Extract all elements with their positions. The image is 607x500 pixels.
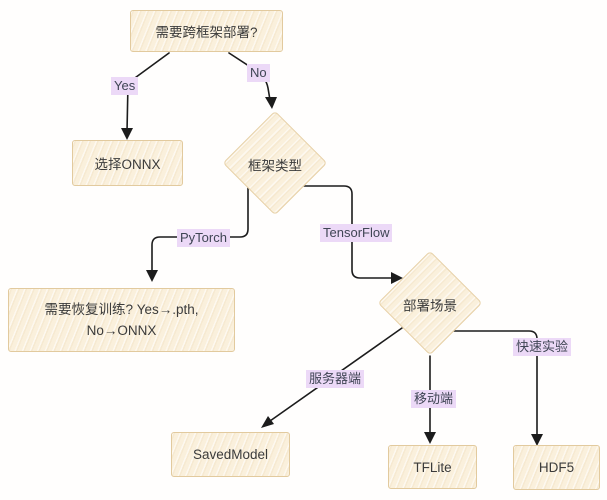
edge-label-yes: Yes [111,77,139,95]
node-label: HDF5 [538,460,575,475]
node-label: SavedModel [192,447,269,462]
node-label: 需要跨框架部署? [155,25,258,40]
node-tflite: TFLite [388,445,477,489]
arrowhead-tensorflow [391,272,403,284]
node-choose-onnx: 选择ONNX [72,140,183,186]
node-label: 部署场景 [403,298,457,314]
arrowhead-yes [121,128,133,140]
edge-label-tensorflow: TensorFlow [320,224,393,242]
node-savedmodel: SavedModel [171,432,290,477]
node-label-line1: 需要恢复训练? Yes→.pth, [44,302,199,317]
edge-label-mobile: 移动端 [411,390,457,408]
arrowhead-server [261,416,274,428]
edge-label-pytorch: PyTorch [177,229,230,247]
node-label: 选择ONNX [94,157,161,172]
arrowhead-quick [531,434,543,446]
arrowhead-mobile [424,432,436,444]
node-label: 框架类型 [248,158,302,174]
node-cross-framework-question: 需要跨框架部署? [130,10,283,52]
edge-label-no: No [247,64,270,82]
node-hdf5: HDF5 [513,445,600,490]
node-label-line2: No→ONNX [86,323,157,338]
arrowhead-no [265,97,277,109]
node-label: TFLite [413,459,452,475]
node-resume-training: 需要恢复训练? Yes→.pth, No→ONNX [8,288,235,352]
arrowhead-pytorch [146,270,158,282]
edge-label-quick: 快速实验 [513,338,572,356]
edge-label-server: 服务器端 [306,370,365,388]
